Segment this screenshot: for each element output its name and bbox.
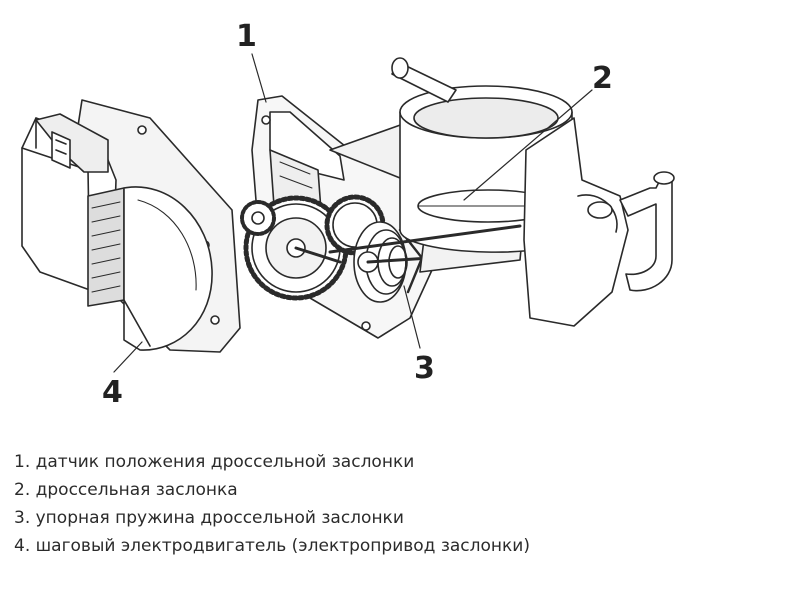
stepper-motor-unit	[21, 99, 241, 353]
legend-item: 2. дроссельная заслонка	[14, 480, 238, 500]
throttle-body-housing	[328, 57, 675, 327]
legend-item: 3. упорная пружина дроссельной заслонки	[14, 508, 404, 528]
leader-lines	[113, 53, 593, 373]
callout-3: 3	[414, 351, 435, 386]
throttle-body-exploded-view	[21, 53, 675, 373]
gear-small	[240, 200, 276, 236]
callout-4: 4	[102, 375, 123, 410]
parts-legend: 1. датчик положения дроссельной заслонки…	[14, 448, 530, 560]
callout-1: 1	[236, 19, 257, 54]
callout-2: 2	[592, 61, 613, 96]
legend-item: 4. шаговый электродвигатель (электроприв…	[14, 536, 530, 556]
legend-item: 1. датчик положения дроссельной заслонки	[14, 452, 415, 472]
